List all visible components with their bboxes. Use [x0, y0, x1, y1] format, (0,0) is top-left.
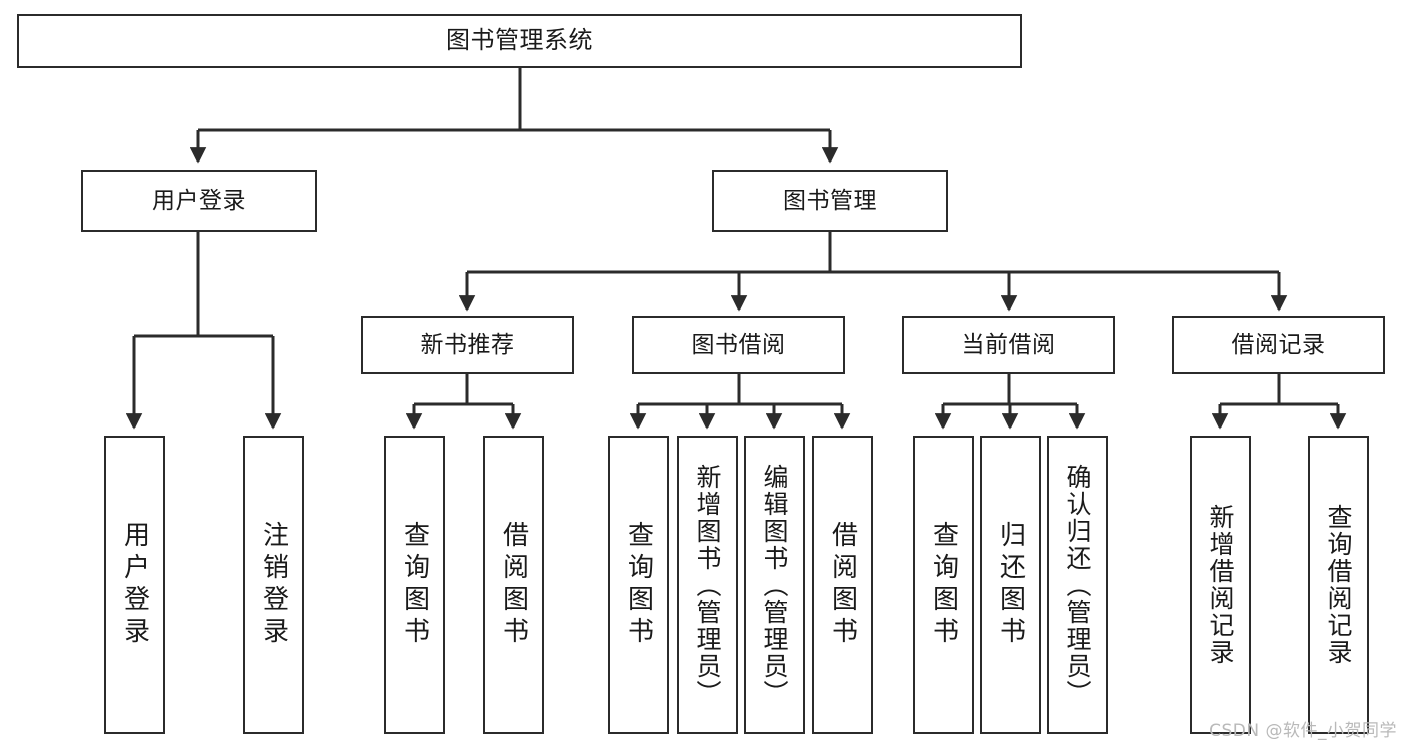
- node-book-management-system[interactable]: 图书管理系统: [17, 14, 1022, 68]
- leaf-borrow-book-recommend[interactable]: 借阅图书: [483, 436, 544, 734]
- node-current-borrow[interactable]: 当前借阅: [902, 316, 1115, 374]
- node-new-book-recommend[interactable]: 新书推荐: [361, 316, 574, 374]
- leaf-logout-login[interactable]: 注销登录: [243, 436, 304, 734]
- leaf-query-book-borrow[interactable]: 查询图书: [608, 436, 669, 734]
- node-label: 新增图书（管理员）: [693, 463, 722, 707]
- node-label: 用户登录: [119, 521, 150, 649]
- node-label: 图书管理系统: [446, 26, 593, 55]
- node-label: 借阅图书: [498, 521, 529, 649]
- node-label: 新书推荐: [420, 331, 515, 358]
- node-label: 查询借阅记录: [1324, 504, 1353, 666]
- node-label: 编辑图书（管理员）: [760, 463, 789, 707]
- node-label: 确认归还（管理员）: [1063, 463, 1092, 707]
- node-label: 查询图书: [623, 521, 654, 649]
- leaf-borrow-book[interactable]: 借阅图书: [812, 436, 873, 734]
- node-borrow-record[interactable]: 借阅记录: [1172, 316, 1385, 374]
- node-label: 新增借阅记录: [1206, 504, 1235, 666]
- node-user-login[interactable]: 用户登录: [81, 170, 317, 232]
- node-book-management[interactable]: 图书管理: [712, 170, 948, 232]
- node-label: 借阅记录: [1231, 331, 1326, 358]
- node-label: 注销登录: [258, 521, 289, 649]
- leaf-confirm-return[interactable]: 确认归还（管理员）: [1047, 436, 1108, 734]
- node-label: 当前借阅: [961, 331, 1056, 358]
- leaf-return-book[interactable]: 归还图书: [980, 436, 1041, 734]
- leaf-query-book-current[interactable]: 查询图书: [913, 436, 974, 734]
- leaf-query-book-recommend[interactable]: 查询图书: [384, 436, 445, 734]
- node-label: 查询图书: [399, 521, 430, 649]
- leaf-user-login[interactable]: 用户登录: [104, 436, 165, 734]
- leaf-edit-book[interactable]: 编辑图书（管理员）: [744, 436, 805, 734]
- node-label: 图书借阅: [691, 331, 786, 358]
- node-book-borrow[interactable]: 图书借阅: [632, 316, 845, 374]
- node-label: 归还图书: [995, 521, 1026, 649]
- node-label: 借阅图书: [827, 521, 858, 649]
- leaf-query-borrow-record[interactable]: 查询借阅记录: [1308, 436, 1369, 734]
- node-label: 查询图书: [928, 521, 959, 649]
- node-label: 图书管理: [783, 187, 877, 214]
- node-label: 用户登录: [152, 187, 246, 214]
- leaf-add-borrow-record[interactable]: 新增借阅记录: [1190, 436, 1251, 734]
- leaf-add-book[interactable]: 新增图书（管理员）: [677, 436, 738, 734]
